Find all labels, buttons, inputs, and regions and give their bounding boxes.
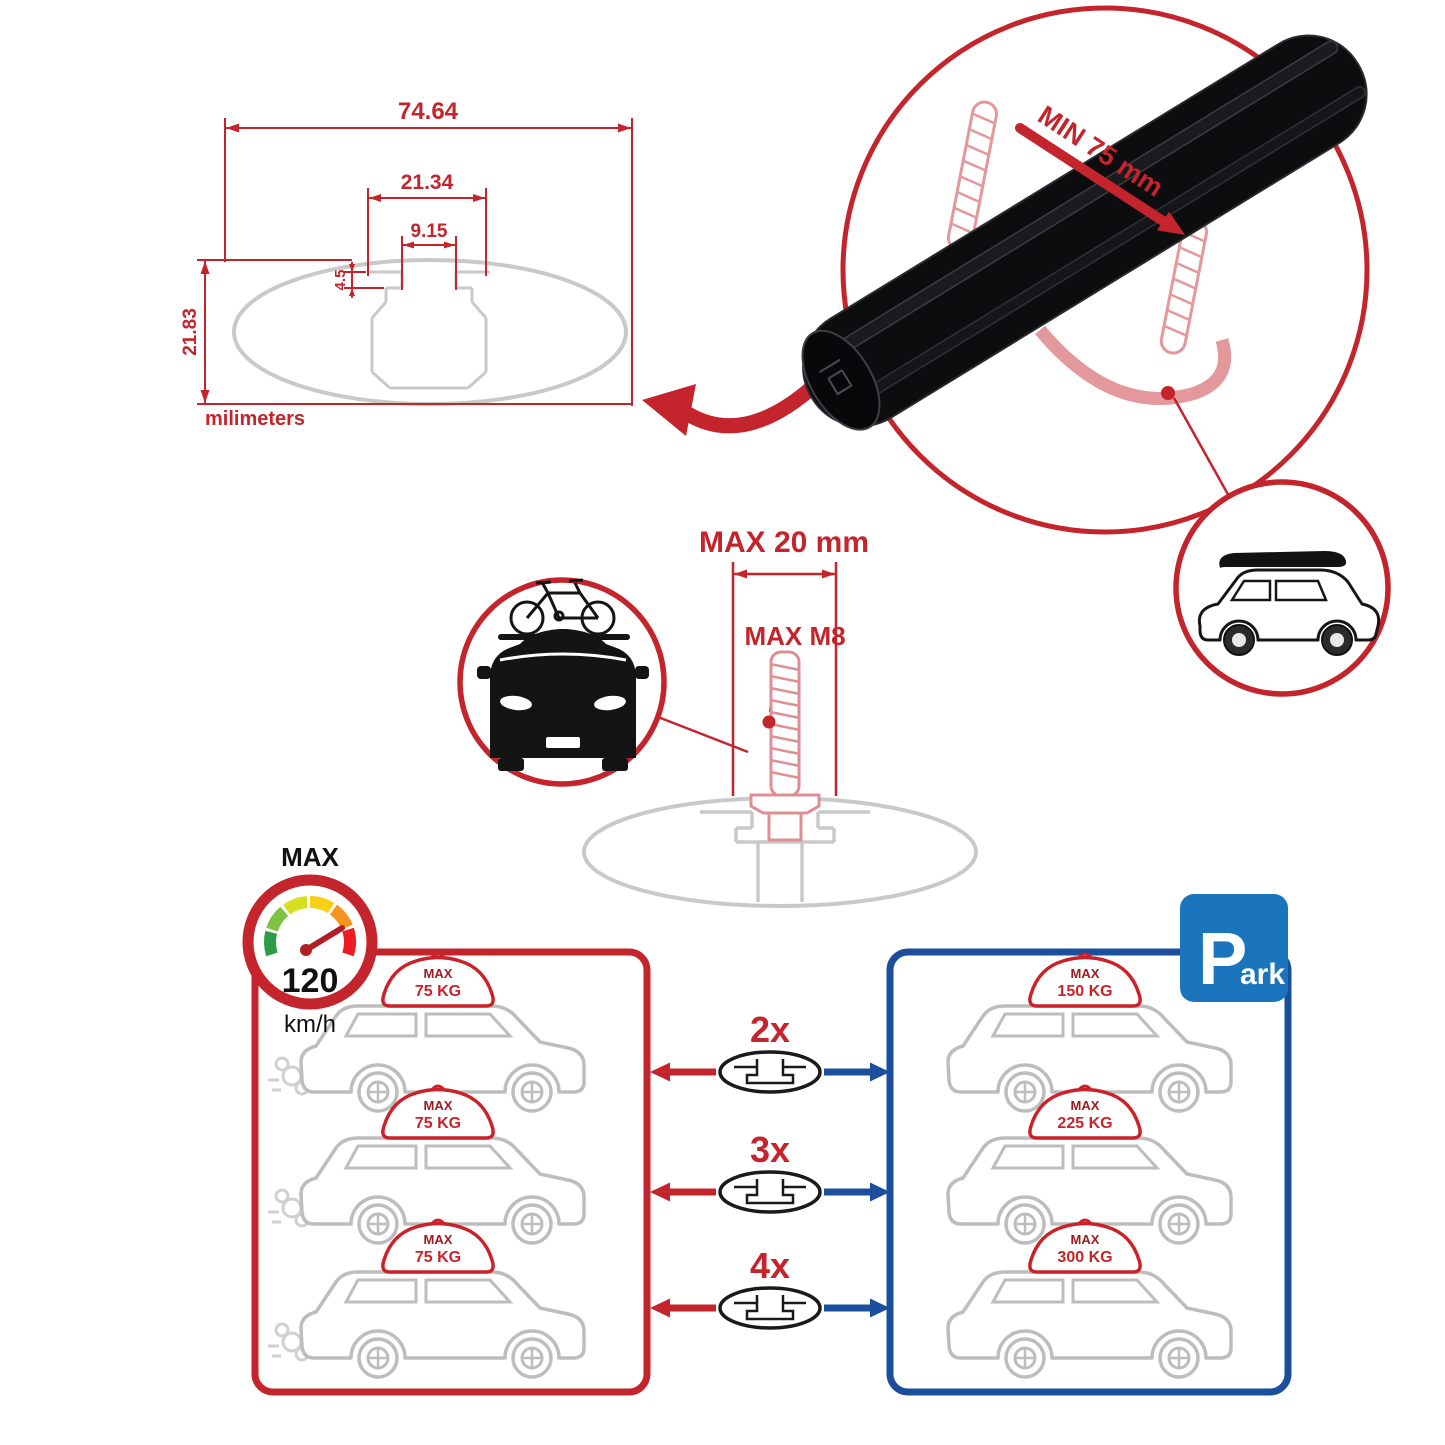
gauge-arcs bbox=[264, 896, 356, 957]
dim-total-width: 74.64 bbox=[224, 98, 633, 406]
multiplier-label: 3x bbox=[750, 1129, 790, 1170]
parked-car-row-1: MAX 150 KG bbox=[946, 952, 1233, 1113]
bike-car-circle bbox=[457, 577, 667, 787]
load-value: 225 KG bbox=[1057, 1115, 1112, 1132]
unit-label: milimeters bbox=[205, 408, 305, 430]
load-max-label: MAX bbox=[1071, 1232, 1100, 1247]
bolt-drawing bbox=[749, 650, 821, 842]
crossbar-detail: MIN 75 mm bbox=[801, 5, 1391, 697]
dim-slot-depth: 4.5 bbox=[332, 262, 384, 298]
fixing-point-dot bbox=[1161, 386, 1175, 400]
driving-car-row-2: MAX 75 KG bbox=[266, 1084, 586, 1245]
multiplier-row-1: 2x bbox=[650, 1009, 890, 1094]
max-length-label: MAX 20 mm bbox=[699, 526, 869, 559]
detail-circle bbox=[840, 5, 1370, 535]
multiplier-label: 2x bbox=[750, 1009, 790, 1050]
park-sign-letter: P bbox=[1198, 917, 1247, 1000]
load-value: 75 KG bbox=[415, 983, 461, 1000]
park-sign: P ark bbox=[1180, 894, 1288, 1002]
driving-panel bbox=[251, 948, 651, 1396]
t-slot-profile bbox=[368, 270, 490, 390]
bar-profile-icon bbox=[718, 1286, 822, 1330]
load-max-label: MAX bbox=[1071, 966, 1100, 981]
gauge-needle bbox=[303, 925, 345, 953]
dim-total-height: 21.83 bbox=[180, 259, 632, 405]
leader-to-suv bbox=[1172, 397, 1232, 499]
multiplier-row-2: 3x bbox=[650, 1129, 890, 1214]
load-max-label: MAX bbox=[1071, 1098, 1100, 1113]
bar-profile-icon bbox=[718, 1050, 822, 1094]
suv-roofbox-icon bbox=[1197, 551, 1381, 656]
total-height-value: 21.83 bbox=[180, 308, 201, 356]
cross-section-diagram: 74.64 21.34 9.15 4.5 bbox=[180, 98, 633, 430]
thread-point-dot bbox=[762, 715, 776, 729]
u-bolt-drawing bbox=[946, 100, 1232, 405]
bike-car-icon bbox=[477, 578, 649, 771]
slot-depth-value: 4.5 bbox=[332, 270, 349, 291]
speed-value: 120 bbox=[282, 962, 339, 1000]
channel-width-value: 21.34 bbox=[401, 171, 454, 194]
speed-unit: km/h bbox=[284, 1011, 336, 1038]
bar-outline-ellipse bbox=[232, 258, 628, 406]
total-width-value: 74.64 bbox=[398, 98, 459, 125]
load-max-label: MAX bbox=[424, 1232, 453, 1247]
driving-car-row-3: MAX 75 KG bbox=[266, 1218, 586, 1379]
leader-circle-to-bolt bbox=[657, 715, 749, 754]
max-thread-label: MAX M8 bbox=[744, 621, 845, 651]
gauge-pivot bbox=[300, 944, 312, 956]
load-value: 300 KG bbox=[1057, 1249, 1112, 1266]
load-value: 150 KG bbox=[1057, 983, 1112, 1000]
bar-profile-icon bbox=[718, 1170, 822, 1214]
park-sign-text: ark bbox=[1240, 958, 1285, 991]
dim-slot-width: 9.15 bbox=[401, 221, 457, 290]
min-clearance-arrow bbox=[1015, 123, 1185, 235]
bolt-diagram: MAX 20 mm MAX M8 bbox=[457, 526, 978, 908]
max-length-dimension bbox=[731, 562, 838, 796]
parked-car-row-2: MAX 225 KG bbox=[946, 1084, 1233, 1245]
load-value: 75 KG bbox=[415, 1115, 461, 1132]
dim-channel-width: 21.34 bbox=[367, 171, 487, 276]
crossbar-3d bbox=[801, 34, 1368, 431]
multiplier-label: 4x bbox=[750, 1245, 790, 1286]
suv-roofbox-circle bbox=[1173, 479, 1391, 697]
load-max-label: MAX bbox=[424, 1098, 453, 1113]
driving-car-row-1: MAX 75 KG bbox=[266, 952, 586, 1113]
speed-max-label: MAX bbox=[281, 842, 339, 872]
load-max-label: MAX bbox=[424, 966, 453, 981]
pointer-arrow bbox=[642, 376, 824, 436]
parking-panel bbox=[886, 948, 1292, 1396]
parked-car-row-3: MAX 300 KG bbox=[946, 1218, 1233, 1379]
speedometer-badge: MAX 120 km/h bbox=[242, 842, 378, 1038]
slot-width-value: 9.15 bbox=[411, 221, 448, 242]
load-value: 75 KG bbox=[415, 1249, 461, 1266]
multiplier-row-3: 4x bbox=[650, 1245, 890, 1330]
